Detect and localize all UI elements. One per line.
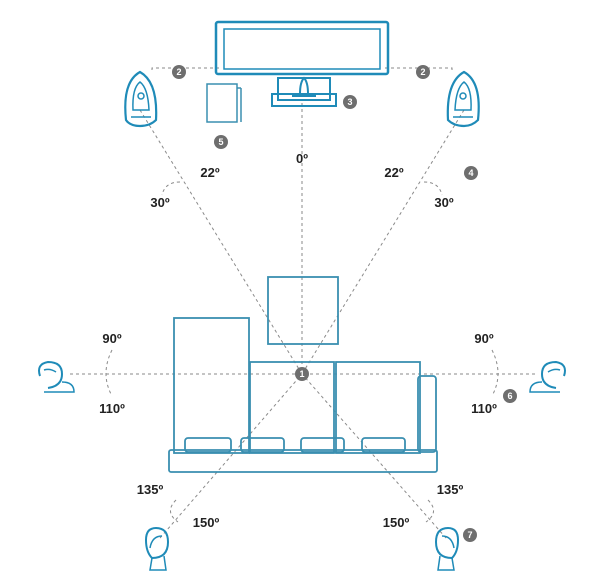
front-left-arc bbox=[161, 181, 181, 196]
back-left-line bbox=[159, 373, 303, 539]
svg-text:2: 2 bbox=[176, 67, 181, 77]
svg-text:4: 4 bbox=[468, 168, 473, 178]
badge-surround-back-right: 7 bbox=[463, 528, 477, 542]
angle-front-left-inner: 22º bbox=[200, 165, 219, 180]
side-right-arc bbox=[491, 349, 499, 397]
badge-surround-right: 6 bbox=[503, 389, 517, 403]
front-right-speaker-icon bbox=[446, 70, 480, 128]
angle-back-left-bottom: 150º bbox=[193, 515, 220, 530]
svg-text:6: 6 bbox=[507, 391, 512, 401]
back-right-arc bbox=[425, 499, 434, 523]
svg-text:7: 7 bbox=[467, 530, 472, 540]
sofa-icon bbox=[168, 317, 438, 473]
back-left-arc bbox=[170, 499, 179, 523]
angle-back-right-top: 135º bbox=[437, 482, 464, 497]
angle-side-left-bottom: 110º bbox=[99, 401, 125, 416]
front-right-arc bbox=[423, 181, 443, 196]
angle-center: 0º bbox=[296, 151, 308, 166]
tv-icon bbox=[214, 20, 390, 76]
front-right-line bbox=[301, 109, 465, 375]
front-left-speaker-icon bbox=[124, 70, 158, 128]
badge-listener: 1 bbox=[295, 367, 309, 381]
front-left-line bbox=[139, 109, 303, 375]
svg-text:3: 3 bbox=[347, 97, 352, 107]
badge-front-right: 2 bbox=[416, 65, 430, 79]
angle-side-right-top: 90º bbox=[474, 331, 493, 346]
badge-front-left: 2 bbox=[172, 65, 186, 79]
badge-surround-right-front: 4 bbox=[464, 166, 478, 180]
front-left-dim-line bbox=[151, 67, 220, 70]
front-right-dim-line bbox=[385, 67, 453, 70]
angle-front-left-outer: 30º bbox=[150, 195, 169, 210]
center-speaker-icon bbox=[271, 76, 337, 107]
angle-side-right-bottom: 110º bbox=[471, 401, 497, 416]
coffee-table-icon bbox=[267, 276, 339, 345]
angle-side-left-top: 90º bbox=[102, 331, 121, 346]
subwoofer-icon bbox=[206, 83, 242, 123]
svg-text:1: 1 bbox=[299, 369, 304, 379]
angle-back-left-top: 135º bbox=[137, 482, 164, 497]
badge-subwoofer: 5 bbox=[214, 135, 228, 149]
side-left-arc bbox=[105, 349, 113, 397]
back-right-speaker-icon bbox=[434, 526, 460, 571]
svg-text:5: 5 bbox=[218, 137, 223, 147]
angle-back-right-bottom: 150º bbox=[383, 515, 410, 530]
svg-text:2: 2 bbox=[420, 67, 425, 77]
back-left-speaker-icon bbox=[144, 526, 170, 571]
back-right-line bbox=[301, 373, 447, 539]
angle-front-right-inner: 22º bbox=[384, 165, 403, 180]
badge-center: 3 bbox=[343, 95, 357, 109]
surround-right-speaker-icon bbox=[529, 360, 566, 393]
surround-left-speaker-icon bbox=[38, 360, 75, 393]
angle-front-right-outer: 30º bbox=[434, 195, 453, 210]
guide-lines bbox=[70, 67, 536, 539]
